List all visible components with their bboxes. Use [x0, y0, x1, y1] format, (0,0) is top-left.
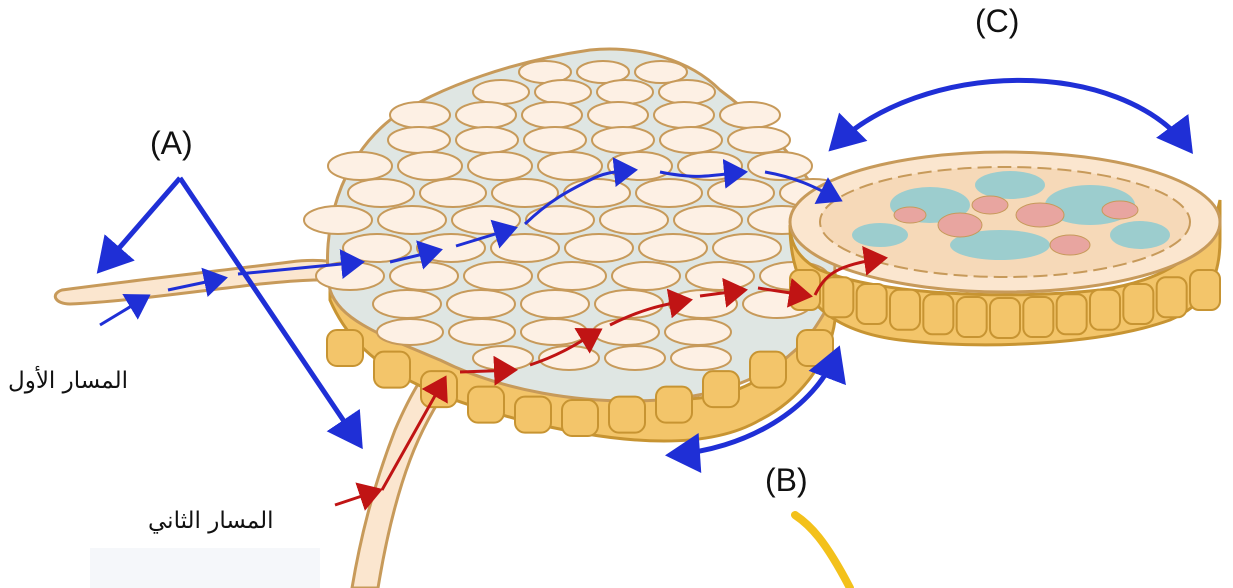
cortex-base-cell [797, 330, 833, 366]
cortex-base-cell [468, 387, 504, 423]
cortex-cell [659, 80, 715, 104]
cortex-cell [600, 206, 668, 234]
cortex-cell [674, 206, 742, 234]
watermark-box [90, 548, 320, 588]
label-b: (B) [765, 462, 808, 499]
watermark-stroke [795, 515, 850, 588]
xylem-region [852, 223, 908, 247]
cortex-cell [728, 127, 790, 153]
label-second-path: المسار الثاني [148, 508, 274, 534]
stele-base-cell [857, 284, 887, 324]
cortex-cell [390, 102, 450, 128]
stele-base-cell [790, 270, 820, 310]
cortex-cell [564, 179, 630, 207]
cortex-base-cell [374, 352, 410, 388]
stele-base-cell [1123, 284, 1153, 324]
cortex-base-cell [750, 352, 786, 388]
cortex-cell [608, 152, 672, 180]
cortex-cell [538, 262, 606, 290]
label-c: (C) [975, 3, 1019, 40]
cortex-cell [538, 152, 602, 180]
cortex-base-cell [656, 387, 692, 423]
stele-base-cell [890, 290, 920, 330]
cortex-cell [464, 262, 532, 290]
cortex-cell [473, 346, 533, 370]
cortex-cell [605, 346, 665, 370]
cortex-cell [597, 80, 653, 104]
cortex-cell [388, 127, 450, 153]
cortex-cell [671, 346, 731, 370]
cortex-cell [565, 234, 633, 262]
cortex-cell [592, 127, 654, 153]
cortex-base-cell [562, 400, 598, 436]
stele-base-cell [923, 294, 953, 334]
phloem-cell [972, 196, 1008, 214]
xylem-region [1110, 221, 1170, 249]
stele-base-cell [1057, 294, 1087, 334]
stele-base-cell [823, 277, 853, 317]
cortex-cell [639, 234, 707, 262]
cortex-base-cell [327, 330, 363, 366]
cortex-base-cell [703, 371, 739, 407]
cortex-cell [449, 319, 515, 345]
stele-base-cell [1190, 270, 1220, 310]
cortex-cell [473, 80, 529, 104]
phloem-cell [894, 207, 926, 223]
stele-base-cell [1157, 277, 1187, 317]
cortex-cell [373, 290, 441, 318]
xylem-region [975, 171, 1045, 199]
cortex-base-cell [609, 397, 645, 433]
cortex-cell [654, 102, 714, 128]
stele-base-cell [990, 298, 1020, 338]
cortex-cell [378, 206, 446, 234]
cortex-cell [524, 127, 586, 153]
cortex-cell [636, 179, 702, 207]
cortex-cell [377, 319, 443, 345]
phloem-cell [1016, 203, 1064, 227]
cortex-cell [468, 152, 532, 180]
cortex-cell [304, 206, 372, 234]
label-first-path: المسار الأول [8, 368, 128, 394]
cortex-cell [593, 319, 659, 345]
cortex-cell [595, 290, 663, 318]
cortex-cell [713, 234, 781, 262]
label-a: (A) [150, 125, 193, 162]
cortex-cell [491, 234, 559, 262]
cortex-cell [521, 290, 589, 318]
phloem-cell [1102, 201, 1138, 219]
cortex-cell [588, 102, 648, 128]
cortex-cell [526, 206, 594, 234]
cortex-cell [686, 262, 754, 290]
cortex-cell [708, 179, 774, 207]
cortex-cell [660, 127, 722, 153]
cortex-cell [665, 319, 731, 345]
cortex-cell [417, 234, 485, 262]
cortex-cell [328, 152, 392, 180]
stele-base-cell [1023, 297, 1053, 337]
stele-base-cell [1090, 290, 1120, 330]
cortex-cell [398, 152, 462, 180]
stele-base-cell [957, 297, 987, 337]
cortex-cell [447, 290, 515, 318]
cortex-cell [612, 262, 680, 290]
cortex-cell [343, 234, 411, 262]
cortex-cell [720, 102, 780, 128]
cortex-cell [456, 127, 518, 153]
cortex-cell [348, 179, 414, 207]
cortex-cell [522, 102, 582, 128]
cortex-cell [456, 102, 516, 128]
cortex-cell [390, 262, 458, 290]
phloem-cell [938, 213, 982, 237]
phloem-cell [1050, 235, 1090, 255]
label-c-double-arrow [832, 80, 1190, 150]
cortex-cell [521, 319, 587, 345]
cortex-base-cell [515, 397, 551, 433]
cortex-cell [535, 80, 591, 104]
cortex-cell [420, 179, 486, 207]
